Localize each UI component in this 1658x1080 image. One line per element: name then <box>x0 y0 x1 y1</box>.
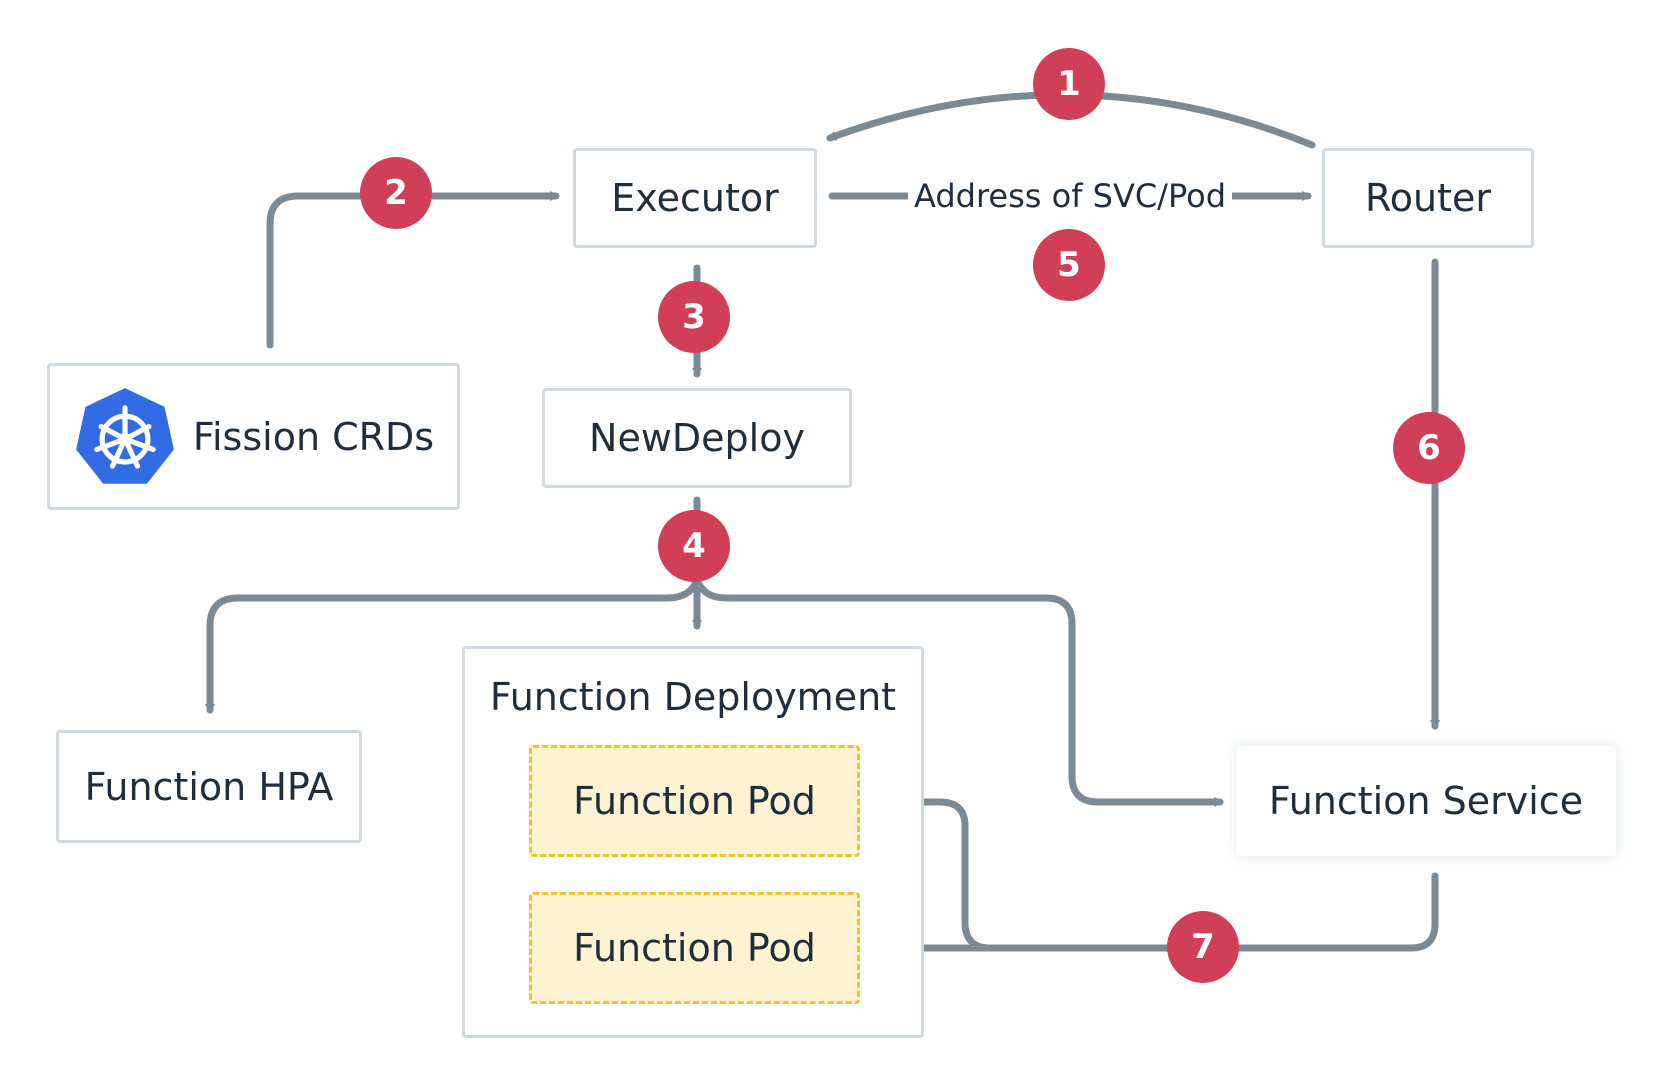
function-pod-2: Function Pod <box>529 892 860 1004</box>
function-deployment-title: Function Deployment <box>489 675 897 719</box>
router-label: Router <box>1365 176 1491 220</box>
function-pod-1-label: Function Pod <box>573 779 816 823</box>
connector-newdeploy-to-service <box>693 576 1224 807</box>
connector-service-to-pod-1 <box>884 797 994 952</box>
router-node: Router <box>1322 148 1534 248</box>
executor-node: Executor <box>573 148 817 248</box>
step-badge-6: 6 <box>1393 412 1465 484</box>
fission-crds-node: Fission CRDs <box>47 363 460 510</box>
newdeploy-node: NewDeploy <box>542 388 852 488</box>
step-badge-3: 3 <box>658 281 730 353</box>
connector-newdeploy-to-hpa <box>205 576 701 714</box>
connector-service-to-pod-2 <box>884 872 1439 953</box>
step-badge-5: 5 <box>1033 229 1105 301</box>
newdeploy-label: NewDeploy <box>589 416 805 460</box>
step-badge-1: 1 <box>1033 48 1105 120</box>
connector-crds-to-executor <box>266 191 560 349</box>
function-service-label: Function Service <box>1268 779 1584 823</box>
kubernetes-helm-icon <box>76 387 174 484</box>
function-service-node: Function Service <box>1236 746 1616 856</box>
step-badge-7: 7 <box>1167 911 1239 983</box>
function-hpa-label: Function HPA <box>84 764 334 809</box>
function-pod-1: Function Pod <box>529 745 860 857</box>
step-badge-2: 2 <box>360 157 432 229</box>
function-hpa-node: Function HPA <box>56 730 362 843</box>
executor-label: Executor <box>611 176 779 220</box>
fission-crds-label: Fission CRDs <box>192 414 435 459</box>
step-badge-4: 4 <box>658 510 730 582</box>
function-pod-2-label: Function Pod <box>573 926 816 970</box>
address-edge-label: Address of SVC/Pod <box>908 177 1232 215</box>
